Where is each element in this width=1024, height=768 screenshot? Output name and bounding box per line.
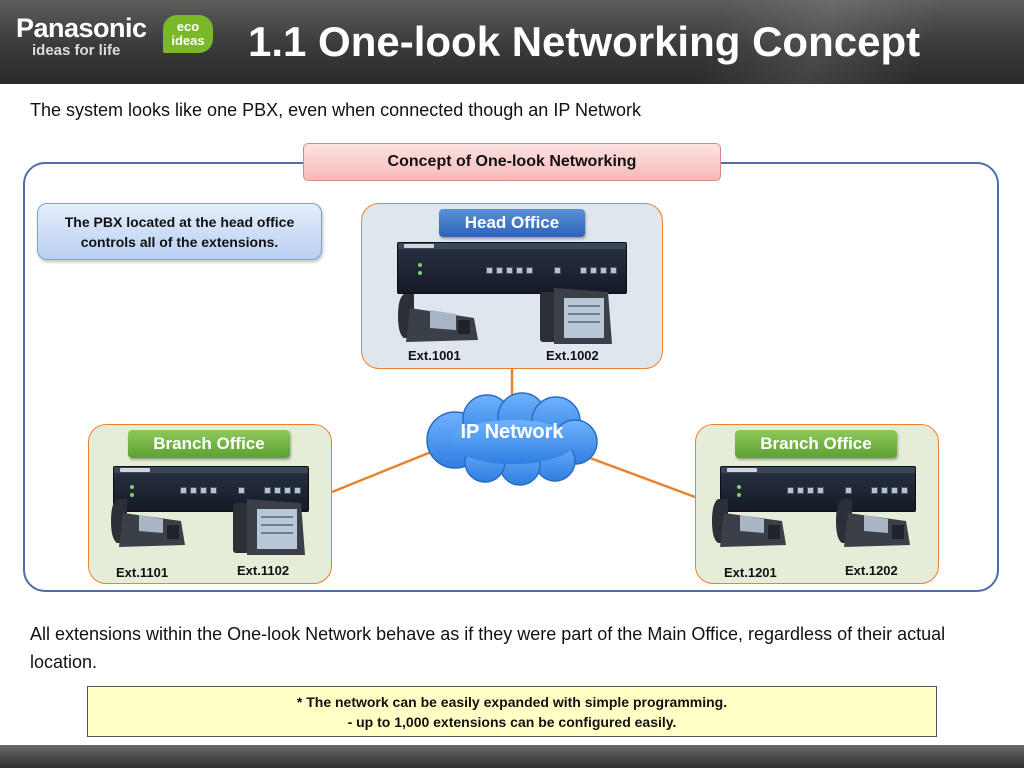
eco-badge-line2: ideas bbox=[171, 33, 205, 48]
desk-phone-icon bbox=[398, 294, 478, 342]
pbx-unit-icon bbox=[720, 466, 916, 512]
expansion-callout: * The network can be easily expanded wit… bbox=[87, 686, 937, 737]
extension-label: Ext.1001 bbox=[408, 348, 461, 363]
head-office-note: The PBX located at the head office contr… bbox=[37, 203, 322, 260]
link-branch2-to-cloud bbox=[589, 456, 696, 499]
intro-text: The system looks like one PBX, even when… bbox=[30, 100, 642, 120]
cloud-icon bbox=[426, 392, 598, 486]
extension-label: Ext.1201 bbox=[724, 565, 777, 580]
extension-label: Ext.1101 bbox=[116, 565, 169, 580]
branch-office-1-box: Branch Office Ext.1101 Ext.1102 bbox=[88, 424, 332, 584]
eco-ideas-badge-icon: eco ideas bbox=[163, 15, 213, 53]
desk-phone-icon bbox=[836, 499, 910, 547]
head-office-box: Head Office Ext.1001 Ext.1002 bbox=[361, 203, 663, 369]
panasonic-logo: Panasonic ideas for life bbox=[16, 14, 147, 60]
desk-phone-icon bbox=[233, 499, 305, 555]
link-branch1-to-cloud bbox=[331, 448, 437, 494]
desk-phone-icon bbox=[712, 499, 786, 547]
eco-badge-line1: eco bbox=[176, 19, 200, 34]
head-office-tag: Head Office bbox=[439, 209, 585, 237]
callout-line2: - up to 1,000 extensions can be configur… bbox=[347, 714, 677, 730]
brand-tagline: ideas for life bbox=[32, 42, 121, 59]
extension-label: Ext.1202 bbox=[845, 563, 898, 578]
extension-label: Ext.1002 bbox=[546, 348, 599, 363]
footer-bar bbox=[0, 745, 1024, 768]
concept-label: Concept of One-look Networking bbox=[303, 143, 721, 181]
branch-office-2-box: Branch Office Ext.1201 Ext.1202 bbox=[695, 424, 939, 584]
summary-text: All extensions within the One-look Netwo… bbox=[30, 624, 946, 672]
brand-name: Panasonic bbox=[16, 13, 147, 43]
header-bar: Panasonic ideas for life eco ideas 1.1 O… bbox=[0, 0, 1024, 84]
desk-phone-icon bbox=[540, 288, 612, 344]
ip-network-label: IP Network bbox=[460, 421, 564, 443]
branch-office-2-tag: Branch Office bbox=[735, 430, 897, 458]
pbx-unit-icon bbox=[397, 242, 627, 294]
branch-office-1-tag: Branch Office bbox=[128, 430, 290, 458]
callout-line1: * The network can be easily expanded wit… bbox=[296, 694, 728, 710]
extension-label: Ext.1102 bbox=[237, 563, 290, 578]
desk-phone-icon bbox=[111, 499, 185, 547]
